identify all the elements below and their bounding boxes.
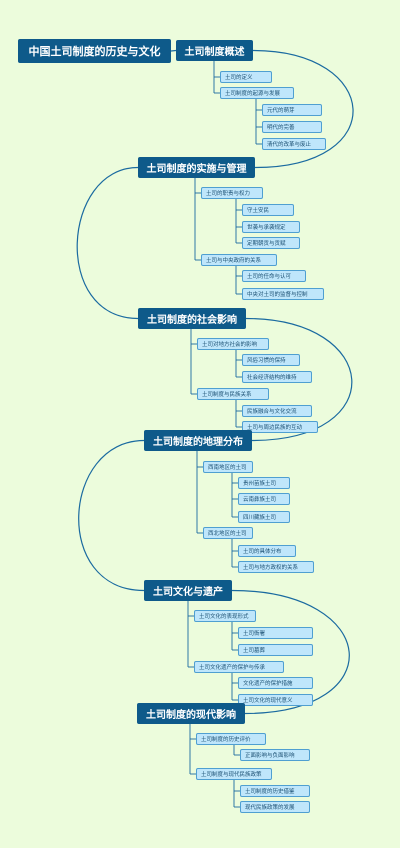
section-2-subtopic-2-leaf-1-label: 土司的任命与认可 xyxy=(247,274,292,280)
section-4-subtopic-2-leaf-1-label: 土司的具体分布 xyxy=(243,549,282,555)
section-4-subtopic-1-leaf-3-label: 四川藏族土司 xyxy=(243,515,277,521)
section-4-subtopic-2[interactable]: 西北地区的土司 xyxy=(203,527,253,539)
section-6-subtopic-1-label: 土司制度的历史评价 xyxy=(201,737,251,743)
section-4-subtopic-1-leaf-2-label: 云南彝族土司 xyxy=(243,497,277,503)
section-3-subtopic-1-leaf-2-label: 社会经济结构的维持 xyxy=(247,375,297,381)
connector-line xyxy=(78,439,145,592)
section-3-subtopic-2-leaf-2-label: 土司与周边民族的互动 xyxy=(247,425,303,431)
section-3-subtopic-2-leaf-1[interactable]: 民族融合与文化交流 xyxy=(242,405,312,417)
section-3-subtopic-1-leaf-1[interactable]: 风俗习惯的保持 xyxy=(242,354,300,366)
connector-line xyxy=(252,49,354,169)
section-6-topic-label: 土司制度的现代影响 xyxy=(146,710,236,721)
section-3-subtopic-1-leaf-2[interactable]: 社会经济结构的维持 xyxy=(242,371,312,383)
section-4-subtopic-1-leaf-1[interactable]: 贵州苗族土司 xyxy=(238,477,290,489)
section-1-subtopic-2-leaf-2[interactable]: 明代的完善 xyxy=(262,121,322,133)
section-6-subtopic-1[interactable]: 土司制度的历史评价 xyxy=(196,733,266,745)
section-6-topic[interactable]: 土司制度的现代影响 xyxy=(137,703,245,724)
section-5-subtopic-2-leaf-1-label: 文化遗产的保护措施 xyxy=(243,681,293,687)
section-4-subtopic-2-leaf-2-label: 土司与地方政权的关系 xyxy=(243,565,299,571)
section-2-subtopic-2-leaf-1[interactable]: 土司的任命与认可 xyxy=(242,270,306,282)
section-5-subtopic-1-leaf-2[interactable]: 土司墓葬 xyxy=(238,644,313,656)
section-6-subtopic-2-leaf-1[interactable]: 土司制度的历史借鉴 xyxy=(240,785,310,797)
section-3-subtopic-1[interactable]: 土司对地方社会的影响 xyxy=(197,338,269,350)
section-1-subtopic-1-label: 土司的定义 xyxy=(225,75,253,81)
section-5-subtopic-2[interactable]: 土司文化遗产的保护与传承 xyxy=(194,661,284,673)
section-1-subtopic-2-label: 土司制度的起源与发展 xyxy=(225,91,281,97)
section-6-subtopic-1-leaf-1[interactable]: 正面影响与负面影响 xyxy=(240,749,310,761)
section-1-subtopic-2-leaf-3-label: 清代的改革与废止 xyxy=(267,142,312,148)
section-3-subtopic-2[interactable]: 土司制度与民族关系 xyxy=(197,388,269,400)
section-5-subtopic-1-leaf-1[interactable]: 土司衙署 xyxy=(238,627,313,639)
section-2-subtopic-1-leaf-2-label: 世袭与承袭规定 xyxy=(247,225,286,231)
section-3-subtopic-2-leaf-1-label: 民族融合与文化交流 xyxy=(247,409,297,415)
section-1-subtopic-2-leaf-1[interactable]: 元代的萌芽 xyxy=(262,104,322,116)
section-4-subtopic-2-leaf-2[interactable]: 土司与地方政权的关系 xyxy=(238,561,314,573)
section-2-subtopic-2-leaf-2-label: 中央对土司的监督与控制 xyxy=(247,292,308,298)
section-5-subtopic-1[interactable]: 土司文化的表现形式 xyxy=(194,610,256,622)
section-4-topic-label: 土司制度的地理分布 xyxy=(153,437,243,448)
section-5-subtopic-1-leaf-1-label: 土司衙署 xyxy=(243,631,266,637)
section-5-subtopic-1-label: 土司文化的表现形式 xyxy=(199,614,249,620)
section-1-subtopic-1[interactable]: 土司的定义 xyxy=(220,71,272,83)
section-4-subtopic-1[interactable]: 西南地区的土司 xyxy=(203,461,253,473)
section-1-topic[interactable]: 土司制度概述 xyxy=(176,40,253,61)
section-5-subtopic-2-leaf-2-label: 土司文化的现代意义 xyxy=(243,698,293,704)
section-6-subtopic-2[interactable]: 土司制度与现代民族政策 xyxy=(196,768,272,780)
section-4-subtopic-2-label: 西北地区的土司 xyxy=(208,531,247,537)
section-2-subtopic-1-leaf-3[interactable]: 定期朝贡与贡赋 xyxy=(242,237,300,249)
section-4-topic[interactable]: 土司制度的地理分布 xyxy=(144,430,252,451)
section-2-subtopic-1[interactable]: 土司的职责与权力 xyxy=(201,187,263,199)
connector-line xyxy=(76,166,139,320)
section-3-topic[interactable]: 土司制度的社会影响 xyxy=(138,308,246,329)
section-4-subtopic-1-label: 西南地区的土司 xyxy=(208,465,247,471)
section-3-subtopic-1-label: 土司对地方社会的影响 xyxy=(202,342,258,348)
connector-line xyxy=(231,589,350,715)
section-6-subtopic-2-leaf-2[interactable]: 现代民族政策的发展 xyxy=(240,801,310,813)
section-2-subtopic-2-label: 土司与中央政府的关系 xyxy=(206,258,262,264)
section-6-subtopic-2-leaf-1-label: 土司制度的历史借鉴 xyxy=(245,789,295,795)
section-2-subtopic-2[interactable]: 土司与中央政府的关系 xyxy=(201,254,277,266)
section-4-subtopic-1-leaf-1-label: 贵州苗族土司 xyxy=(243,481,277,487)
section-4-subtopic-2-leaf-1[interactable]: 土司的具体分布 xyxy=(238,545,296,557)
section-2-subtopic-2-leaf-2[interactable]: 中央对土司的监督与控制 xyxy=(242,288,324,300)
section-2-topic[interactable]: 土司制度的实施与管理 xyxy=(138,157,255,178)
section-3-subtopic-1-leaf-1-label: 风俗习惯的保持 xyxy=(247,358,286,364)
section-6-subtopic-2-label: 土司制度与现代民族政策 xyxy=(201,772,262,778)
section-1-subtopic-2-leaf-1-label: 元代的萌芽 xyxy=(267,108,295,114)
section-4-subtopic-1-leaf-2[interactable]: 云南彝族土司 xyxy=(238,493,290,505)
root-topic[interactable]: 中国土司制度的历史与文化 xyxy=(18,39,171,63)
section-1-topic-label: 土司制度概述 xyxy=(184,47,245,58)
section-2-subtopic-1-leaf-1-label: 守土安民 xyxy=(247,208,270,214)
section-5-subtopic-2-label: 土司文化遗产的保护与传承 xyxy=(199,665,266,671)
section-4-subtopic-1-leaf-3[interactable]: 四川藏族土司 xyxy=(238,511,290,523)
root-topic-label: 中国土司制度的历史与文化 xyxy=(28,45,161,58)
section-1-subtopic-2-leaf-2-label: 明代的完善 xyxy=(267,125,295,131)
section-5-subtopic-2-leaf-1[interactable]: 文化遗产的保护措施 xyxy=(238,677,313,689)
section-2-subtopic-1-leaf-2[interactable]: 世袭与承袭规定 xyxy=(242,221,300,233)
section-2-subtopic-1-leaf-1[interactable]: 守土安民 xyxy=(242,204,294,216)
section-6-subtopic-1-leaf-1-label: 正面影响与负面影响 xyxy=(245,753,295,759)
section-5-topic[interactable]: 土司文化与遗产 xyxy=(144,580,232,601)
section-1-subtopic-2[interactable]: 土司制度的起源与发展 xyxy=(220,87,294,99)
section-3-subtopic-2-label: 土司制度与民族关系 xyxy=(202,392,252,398)
section-5-subtopic-1-leaf-2-label: 土司墓葬 xyxy=(243,648,266,654)
section-5-subtopic-2-leaf-2[interactable]: 土司文化的现代意义 xyxy=(238,694,313,706)
section-3-subtopic-2-leaf-2[interactable]: 土司与周边民族的互动 xyxy=(242,421,318,433)
section-3-topic-label: 土司制度的社会影响 xyxy=(147,315,237,326)
section-2-topic-label: 土司制度的实施与管理 xyxy=(146,164,247,175)
section-6-subtopic-2-leaf-2-label: 现代民族政策的发展 xyxy=(245,805,295,811)
section-2-subtopic-1-label: 土司的职责与权力 xyxy=(206,191,251,197)
section-2-subtopic-1-leaf-3-label: 定期朝贡与贡赋 xyxy=(247,241,286,247)
connector-line xyxy=(245,317,353,442)
section-5-topic-label: 土司文化与遗产 xyxy=(153,587,223,598)
connector-line xyxy=(170,49,177,52)
section-1-subtopic-2-leaf-3[interactable]: 清代的改革与废止 xyxy=(262,138,326,150)
